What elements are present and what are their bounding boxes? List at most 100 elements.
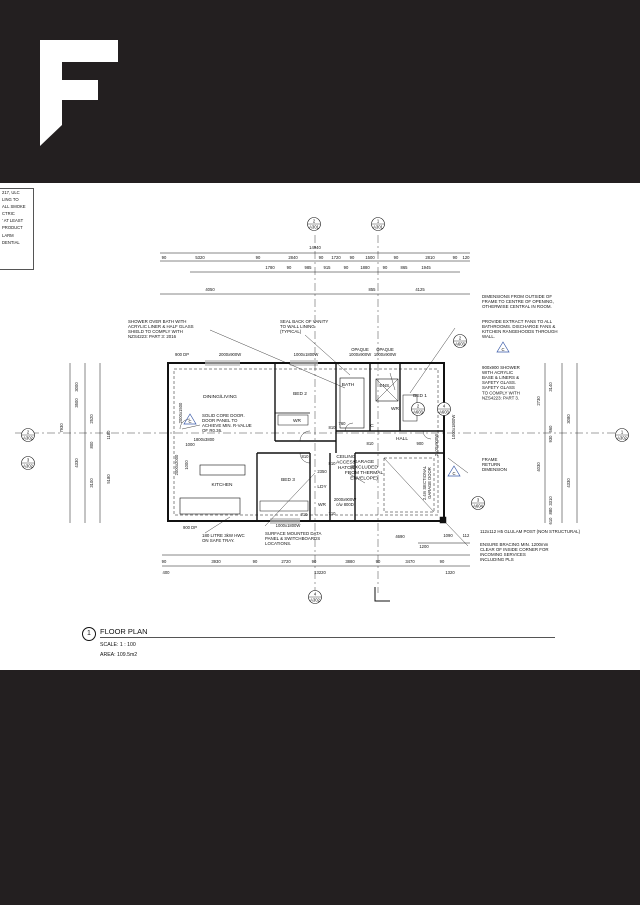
opening-label: 2100x900W xyxy=(434,434,439,456)
legend-line: DENTIAL xyxy=(2,239,20,245)
opening-label: 1000x1800W xyxy=(276,523,301,528)
f-monogram-logo xyxy=(40,40,118,146)
ref-number: 1 xyxy=(377,219,380,224)
room-dining-living: DINING/LIVING xyxy=(203,394,237,400)
legend-line: PRODUCT xyxy=(2,225,23,231)
drawing-title: FLOOR PLAN xyxy=(100,627,148,636)
door-size-tag: 810 xyxy=(302,454,310,459)
dim-bottom-row: 90 xyxy=(162,559,167,564)
dim-bottom-row: 90 xyxy=(440,559,445,564)
door-size-tag: 900 xyxy=(417,441,425,446)
room-kitchen: KITCHEN xyxy=(211,482,233,488)
dim-top-row: 90 xyxy=(350,255,355,260)
door-size-tag: 710 xyxy=(329,511,337,516)
drawing-number: 1 xyxy=(82,627,96,641)
dim-right-vertical: 3310 xyxy=(548,496,553,506)
dim-right-vertical: 2730 xyxy=(536,396,541,406)
revision-letter: C xyxy=(188,419,191,424)
ref-number: 3 xyxy=(27,458,30,463)
ref-sheet: A302 xyxy=(617,436,627,441)
dim-bottom-misc: 1090 xyxy=(443,533,453,538)
bottom-leader-mark xyxy=(374,587,390,602)
dim-left-vertical: 1180 xyxy=(106,430,111,440)
opening-label: 2000x1500 xyxy=(178,402,183,423)
dim-top-row: 1500 xyxy=(365,255,375,260)
room-cupboard: C xyxy=(370,423,374,429)
dim-top-row2: 915 xyxy=(324,265,332,270)
ref-sheet: A603 xyxy=(413,410,423,415)
dim-top-row: 90 xyxy=(394,255,399,260)
title-block: 1 FLOOR PLAN SCALE: 1 : 100 AREA: 109.5m… xyxy=(78,621,558,665)
ref-sheet: A301 xyxy=(373,225,383,230)
opening-label: 2000x2000 xyxy=(174,454,179,475)
ref-sheet: A603 xyxy=(439,410,449,415)
revision-triangle: C xyxy=(447,465,461,477)
dim-top-row2: 865 xyxy=(401,265,409,270)
dim-overall-top: 14940 xyxy=(309,245,321,250)
dim-right-vertical: 3140 xyxy=(548,382,553,392)
dim-bottom-row2: 400 xyxy=(163,570,171,575)
dim-top-row: 90 xyxy=(453,255,458,260)
door-size-tag: 710 xyxy=(301,512,309,517)
dim-top-row: 1720 xyxy=(331,255,341,260)
drawing-area: AREA: 109.5m2 xyxy=(100,652,138,658)
dim-top-row: 2810 xyxy=(425,255,435,260)
dim-top-row2: 1945 xyxy=(421,265,431,270)
legend-line: 217, ULC xyxy=(2,190,20,195)
room-wr: WR xyxy=(318,502,327,508)
room-bed-3: BED 3 xyxy=(281,477,295,483)
dim-bottom-row: 2720 xyxy=(281,559,291,564)
dim-right-vertical: 560 xyxy=(548,425,553,433)
dim-left-vertical: 3500 xyxy=(74,398,79,408)
ref-number: 2 xyxy=(459,336,462,341)
dim-top-row: 120 xyxy=(463,255,471,260)
dim-top-row2: 1880 xyxy=(360,265,370,270)
ref-number: 4 xyxy=(443,404,446,409)
dim-top-row: 90 xyxy=(256,255,261,260)
dim-top-row3: 855 xyxy=(369,287,377,292)
drawing-scale: SCALE: 1 : 100 xyxy=(100,642,136,648)
opening-label: 2000x900W xyxy=(219,352,241,357)
dim-top-row: 90 xyxy=(162,255,167,260)
ref-sheet: A302 xyxy=(23,436,33,441)
dim-bottom-misc: 4690 xyxy=(395,534,405,539)
dim-right-vertical: 610 xyxy=(548,517,553,525)
floor-plan-drawing: 1494090532090284090172090150090281090120… xyxy=(15,217,629,604)
dim-top-row: 2840 xyxy=(288,255,298,260)
dim-top-row2: 985 xyxy=(305,265,313,270)
dim-left-vertical: 800 xyxy=(89,441,94,449)
dim-right-vertical: 930 xyxy=(548,435,553,443)
dim-right-vertical: 3080 xyxy=(566,414,571,424)
legend-line: LARM xyxy=(2,232,14,238)
room-bed-2: BED 2 xyxy=(293,391,307,397)
dim-left-vertical: 1000 xyxy=(184,460,189,470)
dim-bottom-row: 3930 xyxy=(211,559,221,564)
dim-bottom-misc: 112 xyxy=(463,533,470,538)
ref-number: 2 xyxy=(27,430,30,435)
revision-triangle: C xyxy=(496,341,510,353)
dim-left-vertical: 7930 xyxy=(59,423,64,433)
dim-bottom-row: 3470 xyxy=(405,559,415,564)
note-glulam-post: 112x112 H5 GLULAM POST (NON STRUCTURAL) xyxy=(480,529,581,534)
dim-top-row3: 4125 xyxy=(415,287,425,292)
dim-right-vertical: 4330 xyxy=(566,478,571,488)
dim-top-row2: 1780 xyxy=(265,265,275,270)
opening-label: 900 DP xyxy=(183,525,197,530)
dim-bottom-misc: 1200 xyxy=(419,544,429,549)
dim-top-row2: 90 xyxy=(383,265,388,270)
